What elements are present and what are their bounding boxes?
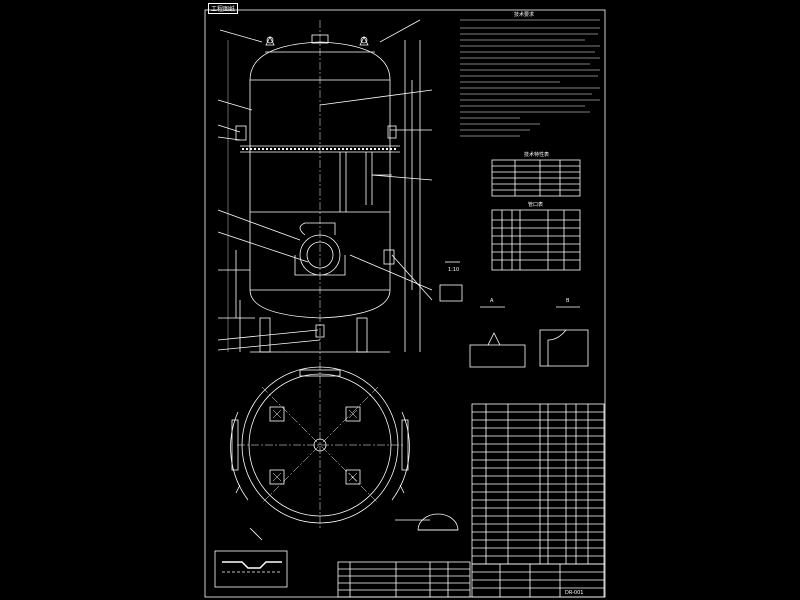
scale-note: 1:10 xyxy=(448,267,460,273)
drawing-number: DR-001 xyxy=(565,590,584,596)
nozzle-table xyxy=(491,209,581,271)
spec-table-heading: 技术特性表 xyxy=(524,152,550,158)
weld-details xyxy=(214,306,589,588)
detail-b-label: B xyxy=(566,298,570,304)
notes-lines xyxy=(460,19,600,137)
nozzle-table-heading: 管口表 xyxy=(528,202,544,208)
detail-a-label: A xyxy=(490,298,494,304)
vessel-elevation xyxy=(217,19,463,360)
title-block xyxy=(337,561,605,598)
spec-table xyxy=(491,159,581,197)
vessel-plan-view xyxy=(230,362,430,541)
notes-heading: 技术要求 xyxy=(514,12,535,18)
drawing-tag: 工程图纸 xyxy=(208,3,239,14)
parts-list xyxy=(471,403,605,565)
